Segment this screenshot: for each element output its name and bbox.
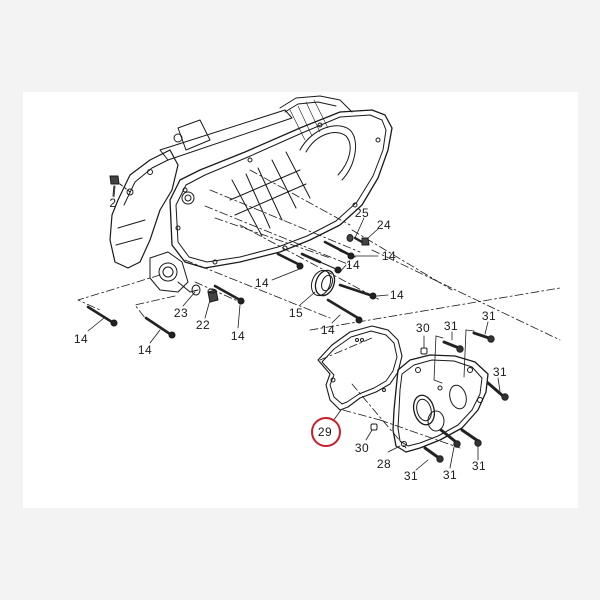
callout-30: 30 (354, 441, 370, 455)
dowel-pin-part-30-icon (365, 335, 428, 441)
callout-14: 14 (320, 323, 336, 337)
callout-23: 23 (173, 306, 189, 320)
washer-part-25-icon (346, 234, 354, 242)
plug-part-22-icon (207, 288, 219, 303)
callout-29-highlighted[interactable]: 29 (317, 425, 333, 439)
bolt-part-2-icon (109, 175, 131, 197)
callout-14: 14 (137, 343, 153, 357)
callout-14: 14 (381, 249, 397, 263)
oring-part-23-icon (191, 284, 201, 296)
callout-24: 24 (376, 218, 392, 232)
bolt-part-14-icon (86, 240, 377, 339)
bolt-part-24-icon (353, 236, 370, 246)
callout-14: 14 (73, 332, 89, 346)
callout-25: 25 (354, 206, 370, 220)
callout-31: 31 (471, 459, 487, 473)
highlight-circle (311, 417, 341, 447)
callout-31: 31 (443, 319, 459, 333)
crankcase-icon (109, 95, 393, 293)
callout-28: 28 (376, 457, 392, 471)
callout-31: 31 (403, 469, 419, 483)
callout-22: 22 (195, 318, 211, 332)
callout-14: 14 (345, 258, 361, 272)
callout-31: 31 (481, 309, 497, 323)
bolt-part-31-icon (423, 331, 509, 463)
callout-14: 14 (389, 288, 405, 302)
diagram-panel (23, 92, 578, 508)
callout-30: 30 (415, 321, 431, 335)
crankcase-cover-part-28-icon (387, 354, 489, 453)
callout-15: 15 (288, 306, 304, 320)
callout-31: 31 (442, 468, 458, 482)
callout-31: 31 (492, 365, 508, 379)
callout-2: 2 (109, 196, 117, 210)
oil-seal-part-15-icon (310, 269, 336, 297)
callout-14: 14 (254, 276, 270, 290)
callout-14: 14 (230, 329, 246, 343)
gasket-part-29-icon (317, 325, 403, 422)
